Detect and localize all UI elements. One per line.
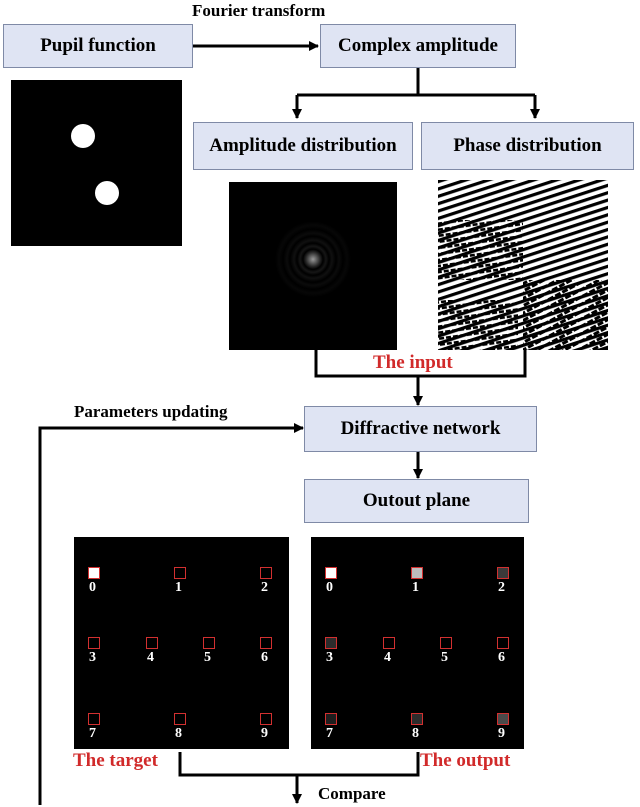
target-detector-label: 4	[147, 650, 154, 665]
amplitude-distribution-box: Amplitude distribution	[193, 122, 413, 170]
output-detector-label: 0	[326, 580, 333, 595]
output-detector-label: 1	[412, 580, 419, 595]
pupil-function-box: Pupil function	[3, 24, 193, 68]
output-detector-label: 4	[384, 650, 391, 665]
line-input-merge	[314, 350, 527, 378]
amplitude-distribution-image	[229, 182, 397, 350]
output-detector-0	[325, 567, 337, 579]
phase-distribution-box: Phase distribution	[421, 122, 634, 170]
target-detector-2	[260, 567, 272, 579]
pupil-function-image	[11, 80, 182, 246]
output-detector-8	[411, 713, 423, 725]
target-detector-label: 1	[175, 580, 182, 595]
target-detector-0	[88, 567, 100, 579]
target-detector-label: 7	[89, 726, 96, 741]
target-detector-label: 9	[261, 726, 268, 741]
output-detector-9	[497, 713, 509, 725]
output-detector-label: 7	[326, 726, 333, 741]
diffractive-network-box: Diffractive network	[304, 406, 537, 452]
output-detector-2	[497, 567, 509, 579]
output-detector-6	[497, 637, 509, 649]
output-label: The output	[420, 750, 511, 771]
input-label: The input	[373, 352, 453, 373]
output-detector-label: 3	[326, 650, 333, 665]
pupil-aperture-upper	[71, 124, 95, 148]
target-detector-label: 0	[89, 580, 96, 595]
phase-distribution-image	[438, 180, 608, 350]
target-detector-6	[260, 637, 272, 649]
target-detector-8	[174, 713, 186, 725]
target-detector-9	[260, 713, 272, 725]
target-detector-5	[203, 637, 215, 649]
output-detector-4	[383, 637, 395, 649]
target-detector-label: 5	[204, 650, 211, 665]
complex-amplitude-box: Complex amplitude	[320, 24, 516, 68]
output-detector-label: 9	[498, 726, 505, 741]
output-detector-label: 5	[441, 650, 448, 665]
parameters-updating-label: Parameters updating	[74, 402, 228, 421]
pupil-aperture-lower	[95, 181, 119, 205]
arrow-feedback-loop	[38, 423, 304, 805]
fourier-transform-label: Fourier transform	[192, 1, 326, 20]
output-detector-3	[325, 637, 337, 649]
target-detector-label: 8	[175, 726, 182, 741]
target-detector-label: 6	[261, 650, 268, 665]
output-detector-label: 6	[498, 650, 505, 665]
output-detector-5	[440, 637, 452, 649]
target-plane-image: 0 1 2 3 4 5 6 7 8 9	[74, 537, 289, 749]
output-plane-image: 0 1 2 3 4 5 6 7 8 9	[311, 537, 524, 749]
output-plane-box: Outout plane	[304, 479, 529, 523]
target-detector-1	[174, 567, 186, 579]
target-detector-label: 3	[89, 650, 96, 665]
target-detector-3	[88, 637, 100, 649]
target-label: The target	[73, 750, 158, 771]
compare-label: Compare	[318, 784, 386, 803]
target-detector-label: 2	[261, 580, 268, 595]
output-detector-label: 2	[498, 580, 505, 595]
output-detector-label: 8	[412, 726, 419, 741]
target-detector-4	[146, 637, 158, 649]
output-detector-7	[325, 713, 337, 725]
line-compare-merge	[178, 752, 420, 777]
output-detector-1	[411, 567, 423, 579]
target-detector-7	[88, 713, 100, 725]
